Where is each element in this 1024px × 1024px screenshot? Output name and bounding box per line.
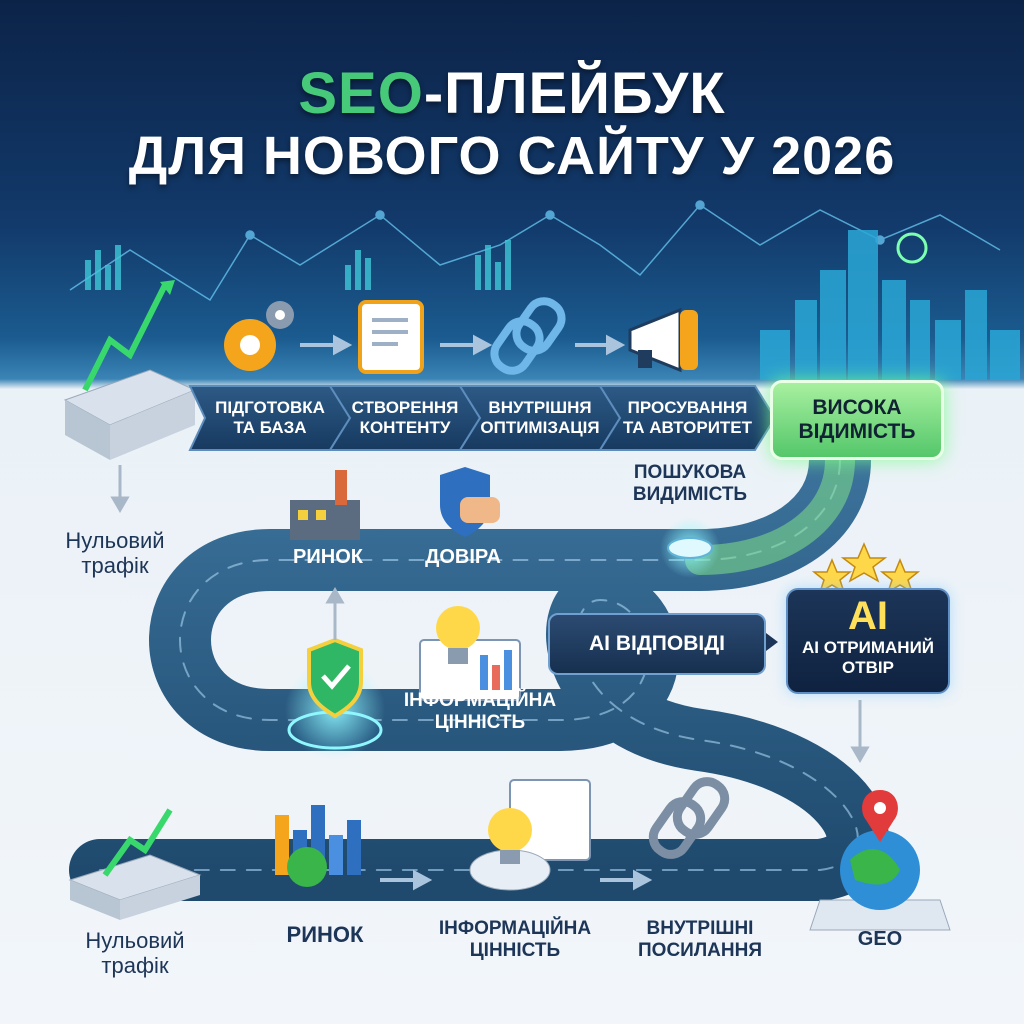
step-label: ТА БАЗА (233, 418, 307, 437)
gear-icon (224, 301, 294, 371)
label-line: трафік (101, 953, 169, 979)
info-value-label-mid: ІНФОРМАЦІЙНА ЦІННІСТЬ (390, 690, 570, 734)
shield-thumbs-up-icon (440, 467, 500, 537)
ai-logo: AI (848, 594, 888, 638)
ai-box-text: AI ОТРИМАНИЙ ОТВІР (788, 638, 948, 677)
lightbulb-icon-bottom (469, 779, 591, 891)
label-line: ЦІННІСТЬ (434, 711, 526, 733)
label-line: AI ОТРИМАНИЙ (801, 638, 935, 657)
ai-received-box: AI AI ОТРИМАНИЙ ОТВІР (786, 588, 950, 694)
title-accent: SEO (298, 61, 424, 126)
chain-link-icon (490, 297, 566, 375)
label-line: трафік (81, 553, 149, 579)
bar-chart-icon (275, 805, 361, 887)
chain-link-icon-bottom (648, 777, 730, 859)
label-line: ВНУТРІШНІ (646, 918, 754, 939)
rising-chart-icon-bottom (68, 808, 202, 920)
down-arrows (110, 465, 870, 763)
badge-line: ВІДИМІСТЬ (798, 420, 916, 443)
step-label: ВНУТРІШНЯ (488, 398, 592, 418)
zero-traffic-label-top: Нульовий трафік (40, 528, 190, 579)
geo-label: GEO (857, 928, 903, 950)
step-label: ОПТИМІЗАЦІЯ (480, 418, 600, 437)
sky-bar-charts (85, 240, 511, 290)
badge-line: ВИСОКА (812, 395, 902, 419)
label-line: Нульовий (65, 528, 165, 553)
globe-pin-icon (809, 790, 951, 931)
title-rest: -ПЛЕЙБУК (423, 61, 726, 126)
label-line: ІНФОРМАЦІЙНА (438, 918, 592, 939)
label-line: ЦІННІСТЬ (469, 939, 561, 961)
search-visibility-label: ПОШУКОВА ВИДИМІСТЬ (615, 462, 765, 506)
ai-arrow (762, 630, 778, 654)
megaphone-icon (628, 307, 698, 373)
step-chevrons (188, 385, 777, 451)
trust-label: ДОВІРА (425, 546, 501, 568)
label-line: ВИДИМІСТЬ (632, 483, 748, 505)
label-line: ПОСИЛАННЯ (638, 939, 762, 961)
stars-icon (811, 542, 921, 594)
page-title-line2: ДЛЯ НОВОГО САЙТУ У 2026 (128, 126, 896, 186)
notepad-icon (358, 300, 424, 374)
glow-node-top (660, 518, 720, 578)
label-line: ПОШУКОВА (633, 462, 747, 483)
label-line: ІНФОРМАЦІЙНА (403, 690, 557, 711)
flow-arrows (300, 334, 626, 356)
shield-check-icon (285, 637, 385, 760)
zero-traffic-label-bottom: Нульовий трафік (55, 928, 215, 979)
factory-icon (290, 470, 360, 540)
step-label: ТА АВТОРИТЕТ (622, 418, 753, 437)
rising-chart-icon (63, 280, 197, 460)
city-skyline (760, 230, 1020, 380)
step-label: КОНТЕНТУ (359, 418, 451, 437)
target-icon (896, 232, 928, 264)
internal-links-label: ВНУТРІШНІ ПОСИЛАННЯ (620, 918, 780, 962)
market-label-bottom: РИНОК (286, 922, 364, 947)
lightbulb-icon (419, 606, 521, 701)
step-label: ПРОСУВАННЯ (627, 398, 748, 418)
label-line: Нульовий (85, 928, 185, 953)
step-label: СТВОРЕННЯ (351, 398, 459, 418)
bottom-arrows (380, 869, 653, 891)
ai-answers-pill: AI ВІДПОВІДІ (548, 613, 766, 675)
label-line: ОТВІР (842, 657, 894, 677)
info-value-label-bottom: ІНФОРМАЦІЙНА ЦІННІСТЬ (425, 918, 605, 962)
market-label-mid: РИНОК (293, 546, 363, 568)
step-label: ПІДГОТОВКА (215, 398, 325, 418)
page-title-line1: SEO-ПЛЕЙБУК (0, 60, 1024, 127)
